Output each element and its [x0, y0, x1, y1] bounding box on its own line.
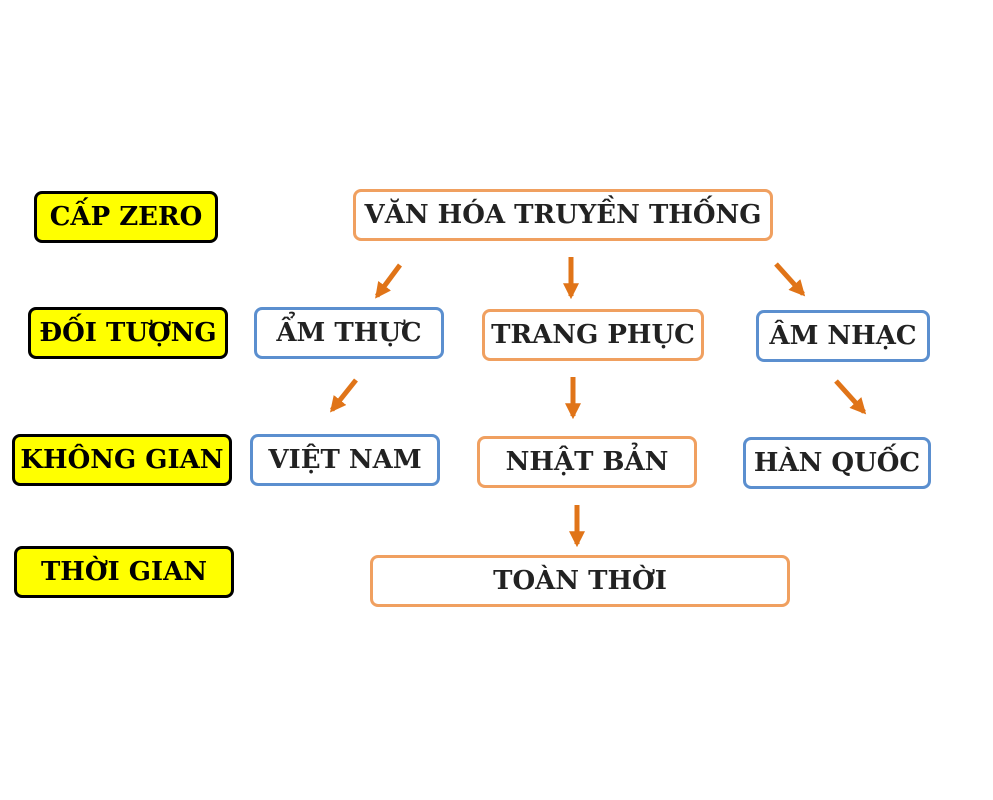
arrow-food-to-vietnam	[330, 378, 358, 413]
level-subject-label: ĐỐI TƯỢNG	[28, 307, 228, 359]
node-vietnam: VIỆT NAM	[250, 434, 440, 486]
node-traditional-culture: VĂN HÓA TRUYỀN THỐNG	[353, 189, 773, 241]
level-zero-label: CẤP ZERO	[34, 191, 218, 243]
level-time-label: THỜI GIAN	[14, 546, 234, 598]
node-clothing: TRANG PHỤC	[482, 309, 704, 361]
arrow-root-to-food	[374, 263, 403, 299]
node-food: ẨM THỰC	[254, 307, 444, 359]
arrow-root-to-music	[774, 262, 806, 297]
node-japan: NHẬT BẢN	[477, 436, 697, 488]
node-music: ÂM NHẠC	[756, 310, 930, 362]
node-korea: HÀN QUỐC	[743, 437, 931, 489]
level-space-label: KHÔNG GIAN	[12, 434, 232, 486]
node-all-time: TOÀN THỜI	[370, 555, 790, 607]
arrow-music-to-korea	[834, 379, 867, 415]
